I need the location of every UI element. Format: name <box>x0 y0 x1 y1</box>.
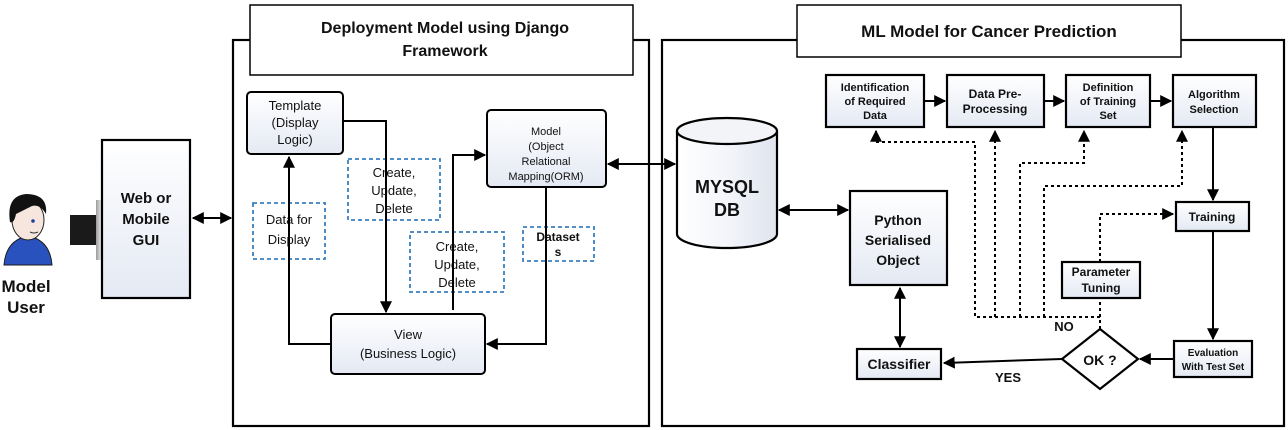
param-line2: Tuning <box>1081 281 1120 295</box>
model-line4: Mapping(ORM) <box>508 171 583 183</box>
mysql-line2: DB <box>714 200 740 220</box>
model-line3: Relational <box>522 156 571 168</box>
template-box[interactable]: Template (Display Logic) <box>246 91 344 155</box>
gui-line1: Web or <box>121 190 172 207</box>
python-line1: Python <box>874 212 921 228</box>
algsel-line1: Algorithm <box>1188 89 1240 101</box>
ident-line1: Identification <box>841 82 910 94</box>
python-object-box[interactable]: Python Serialised Object <box>848 189 949 287</box>
cud-bottom-line1: Create, <box>436 239 479 254</box>
deftrain-line2: of Training <box>1080 96 1136 108</box>
deftrain-line1: Definition <box>1083 82 1134 94</box>
model-orm-box[interactable]: Model (Object Relational Mapping(ORM) <box>486 109 607 188</box>
ident-line3: Data <box>863 110 888 122</box>
mysql-line1: MYSQL <box>695 177 759 197</box>
datasets-line2: s <box>555 245 562 259</box>
algsel-line2: Selection <box>1190 104 1239 116</box>
identification-box[interactable]: Identification of Required Data <box>824 73 926 129</box>
user-label-line1: Model <box>1 277 50 296</box>
cud-top-line2: Update, <box>371 183 417 198</box>
gui-box[interactable]: Web or Mobile GUI <box>100 138 192 300</box>
user-icon <box>3 194 53 266</box>
datasets-box: Dataset s <box>522 226 595 262</box>
template-line2: (Display <box>272 115 319 130</box>
django-title-box: Deployment Model using Django Framework <box>249 4 634 76</box>
model-line2: (Object <box>528 141 563 153</box>
algorithm-selection-box[interactable]: Algorithm Selection <box>1171 73 1258 129</box>
eval-line1: Evaluation <box>1188 348 1239 359</box>
deftrain-line3: Set <box>1099 110 1116 122</box>
python-line2: Serialised <box>865 232 931 248</box>
django-connectors <box>191 120 547 350</box>
ml-feedback-connectors <box>870 129 1188 329</box>
training-set-box[interactable]: Definition of Training Set <box>1064 73 1152 129</box>
python-line3: Object <box>876 252 920 268</box>
no-label: NO <box>1054 319 1074 334</box>
ident-line2: of Required <box>844 96 905 108</box>
template-line1: Template <box>269 98 322 113</box>
preproc-line1: Data Pre- <box>969 87 1022 101</box>
cud-top-box: Create, Update, Delete <box>347 158 441 221</box>
datasets-line1: Dataset <box>536 230 579 244</box>
screen-edge-icon <box>96 200 102 260</box>
cud-top-line3: Delete <box>375 201 413 216</box>
preproc-line2: Processing <box>963 102 1028 116</box>
parameter-tuning-box[interactable]: Parameter Tuning <box>1060 260 1142 300</box>
django-title-line1: Deployment Model using Django <box>321 20 569 37</box>
evaluation-box[interactable]: Evaluation With Test Set <box>1172 339 1254 379</box>
classifier-box[interactable]: Classifier <box>855 347 943 381</box>
cud-top-line1: Create, <box>373 165 416 180</box>
model-line1: Model <box>531 126 561 138</box>
eval-line2: With Test Set <box>1182 362 1245 373</box>
gui-line3: GUI <box>133 232 160 249</box>
cud-bottom-box: Create, Update, Delete <box>409 231 505 293</box>
view-line1: View <box>394 327 423 342</box>
training-box[interactable]: Training <box>1174 200 1251 233</box>
view-box[interactable]: View (Business Logic) <box>330 313 486 375</box>
ml-title-box: ML Model for Cancer Prediction <box>796 4 1182 58</box>
classifier-label: Classifier <box>867 356 931 372</box>
cud-bottom-line3: Delete <box>438 275 476 290</box>
device-icon <box>70 215 98 245</box>
cud-bottom-line2: Update, <box>434 257 480 272</box>
preprocessing-box[interactable]: Data Pre- Processing <box>945 73 1046 129</box>
ml-title: ML Model for Cancer Prediction <box>861 22 1117 41</box>
mysql-db-icon[interactable]: MYSQL DB <box>675 116 779 250</box>
training-label: Training <box>1189 210 1236 224</box>
ok-decision-diamond[interactable]: OK ? <box>1060 327 1140 391</box>
user-label-line2: User <box>7 298 45 317</box>
django-title-line2: Framework <box>402 43 487 60</box>
template-line3: Logic) <box>277 132 312 147</box>
yes-label: YES <box>995 370 1021 385</box>
param-line1: Parameter <box>1072 265 1131 279</box>
view-line2: (Business Logic) <box>360 346 456 361</box>
gui-line2: Mobile <box>122 211 170 228</box>
ml-connectors <box>606 95 1219 369</box>
ok-label: OK ? <box>1083 352 1116 368</box>
